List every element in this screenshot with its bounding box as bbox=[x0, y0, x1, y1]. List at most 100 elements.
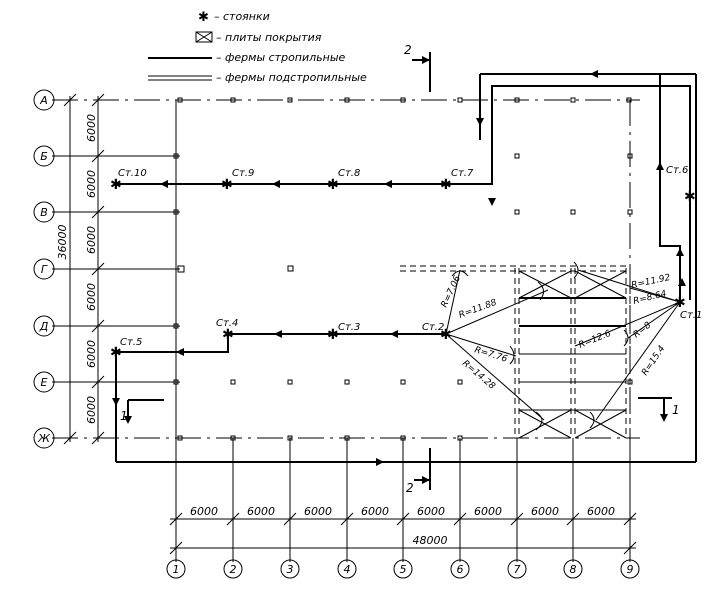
column-axis-marker: 1 bbox=[166, 559, 186, 579]
legend-star-icon: ✱ bbox=[198, 10, 209, 25]
column-dimension-chain: 6000 6000 6000 6000 6000 6000 6000 6000 … bbox=[169, 505, 637, 555]
radius-label: R=12.6 bbox=[577, 329, 612, 351]
row-dim: 6000 bbox=[85, 283, 98, 311]
column-axis-marker: 5 bbox=[393, 559, 413, 579]
legend-slabs-label: – плиты покрытия bbox=[216, 31, 322, 44]
radius-label: R=11.88 bbox=[458, 298, 499, 321]
station-star-icon: ✱ bbox=[684, 189, 696, 205]
row-dim: 6000 bbox=[85, 114, 98, 142]
svg-text:8: 8 bbox=[570, 563, 577, 576]
svg-text:6: 6 bbox=[457, 563, 464, 576]
radius-label: R=7.06 bbox=[440, 274, 463, 309]
radii-st1 bbox=[573, 261, 681, 429]
station-star-icon: ✱ bbox=[327, 327, 339, 343]
parking-stations: ✱ Ст.10 ✱ Ст.9 ✱ Ст.8 ✱ Ст.7 ✱ Ст.6 ✱ Ст… bbox=[110, 165, 702, 361]
svg-text:1: 1 bbox=[173, 563, 180, 576]
svg-text:3: 3 bbox=[287, 563, 294, 576]
col-dim: 6000 bbox=[247, 505, 275, 518]
svg-text:7: 7 bbox=[514, 563, 521, 576]
col-dim: 6000 bbox=[190, 505, 218, 518]
station-star-icon: ✱ bbox=[110, 345, 122, 361]
svg-text:2: 2 bbox=[406, 481, 414, 495]
station-label: Ст.3 bbox=[338, 322, 360, 333]
station-label: Ст.2 bbox=[422, 322, 444, 333]
row-axis-marker: Б bbox=[33, 145, 55, 167]
legend-subrafter-line-icon bbox=[148, 75, 212, 81]
column-axis-marker: 3 bbox=[280, 559, 300, 579]
station-star-icon: ✱ bbox=[440, 177, 452, 193]
column-axis-marker: 9 bbox=[620, 559, 640, 579]
radius-label: R=14.28 bbox=[460, 359, 497, 392]
column-axis-marker: 7 bbox=[507, 559, 527, 579]
radius-label: R=11.92 bbox=[631, 273, 672, 291]
station-label: Ст.10 bbox=[118, 168, 147, 179]
column-axis-markers: 1 2 3 4 5 6 7 8 9 bbox=[166, 559, 640, 579]
svg-text:2: 2 bbox=[230, 563, 237, 576]
station-star-icon: ✱ bbox=[222, 327, 234, 343]
row-axis-marker: В bbox=[33, 201, 55, 223]
col-dim: 6000 bbox=[474, 505, 502, 518]
svg-text:В: В bbox=[40, 206, 48, 219]
svg-text:1: 1 bbox=[672, 403, 680, 417]
row-total-dim: 36000 bbox=[56, 225, 69, 260]
row-axis-markers: А Б В Г Д Е Ж bbox=[33, 89, 55, 449]
row-dim: 6000 bbox=[85, 340, 98, 368]
row-axis-marker: Е bbox=[33, 371, 55, 393]
svg-text:Г: Г bbox=[41, 263, 48, 276]
station-label: Ст.1 bbox=[680, 310, 702, 321]
svg-text:9: 9 bbox=[627, 563, 634, 576]
section-mark-1-right: 1 bbox=[638, 397, 680, 422]
legend-parking-label: – стоянки bbox=[214, 10, 270, 23]
radii-st2 bbox=[445, 269, 549, 431]
row-dimension-chain: 6000 6000 6000 6000 6000 6000 36000 bbox=[56, 93, 105, 445]
svg-text:5: 5 bbox=[400, 563, 407, 576]
station-label: Ст.9 bbox=[232, 168, 254, 179]
svg-text:Ж: Ж bbox=[37, 432, 51, 445]
sub-rafter-trusses bbox=[400, 265, 631, 438]
radius-label: R=8.64 bbox=[632, 289, 668, 307]
station-star-icon: ✱ bbox=[221, 177, 233, 193]
column-nodes bbox=[173, 97, 633, 441]
col-dim: 6000 bbox=[361, 505, 389, 518]
legend-rafter-label: – фермы стропильные bbox=[216, 51, 346, 64]
station-label: Ст.8 bbox=[338, 168, 360, 179]
col-dim: 6000 bbox=[304, 505, 332, 518]
col-dim: 6000 bbox=[587, 505, 615, 518]
station-star-icon: ✱ bbox=[440, 327, 452, 343]
route-arrows bbox=[112, 70, 686, 466]
row-axis-marker: Г bbox=[33, 258, 55, 280]
station-label: Ст.6 bbox=[666, 165, 688, 176]
column-axis-marker: 2 bbox=[223, 559, 243, 579]
section-mark-2-bottom: 2 bbox=[406, 448, 431, 495]
svg-text:Е: Е bbox=[41, 376, 48, 389]
col-dim: 6000 bbox=[417, 505, 445, 518]
section-mark-2-top: 2 bbox=[404, 43, 431, 92]
station-label: Ст.5 bbox=[120, 337, 142, 348]
column-axis-lines bbox=[175, 438, 631, 562]
installed-slabs bbox=[518, 270, 627, 439]
station-star-icon: ✱ bbox=[110, 177, 122, 193]
row-axis-marker: Д bbox=[33, 315, 55, 337]
column-axis-marker: 6 bbox=[450, 559, 470, 579]
section-mark-2-top-label: 2 bbox=[404, 43, 412, 57]
svg-text:Д: Д bbox=[39, 320, 49, 333]
col-total-dim: 48000 bbox=[413, 534, 448, 547]
svg-text:1: 1 bbox=[120, 409, 128, 423]
legend-slab-icon bbox=[195, 31, 213, 43]
station-star-icon: ✱ bbox=[674, 295, 686, 311]
col-dim: 6000 bbox=[531, 505, 559, 518]
crane-route bbox=[115, 73, 697, 463]
station-label: Ст.7 bbox=[451, 168, 474, 179]
row-dim: 6000 bbox=[85, 170, 98, 198]
rafter-trusses bbox=[519, 297, 626, 327]
radius-label: R=15.4 bbox=[640, 344, 667, 378]
row-dim: 6000 bbox=[85, 226, 98, 254]
svg-text:А: А bbox=[39, 94, 48, 107]
row-axis-marker: Ж bbox=[33, 427, 55, 449]
svg-text:4: 4 bbox=[344, 563, 351, 576]
station-label: Ст.4 bbox=[216, 318, 238, 329]
row-dim: 6000 bbox=[85, 396, 98, 424]
section-mark-1-left: 1 bbox=[120, 399, 164, 424]
legend-subrafter-label: – фермы подстропильные bbox=[216, 71, 367, 84]
